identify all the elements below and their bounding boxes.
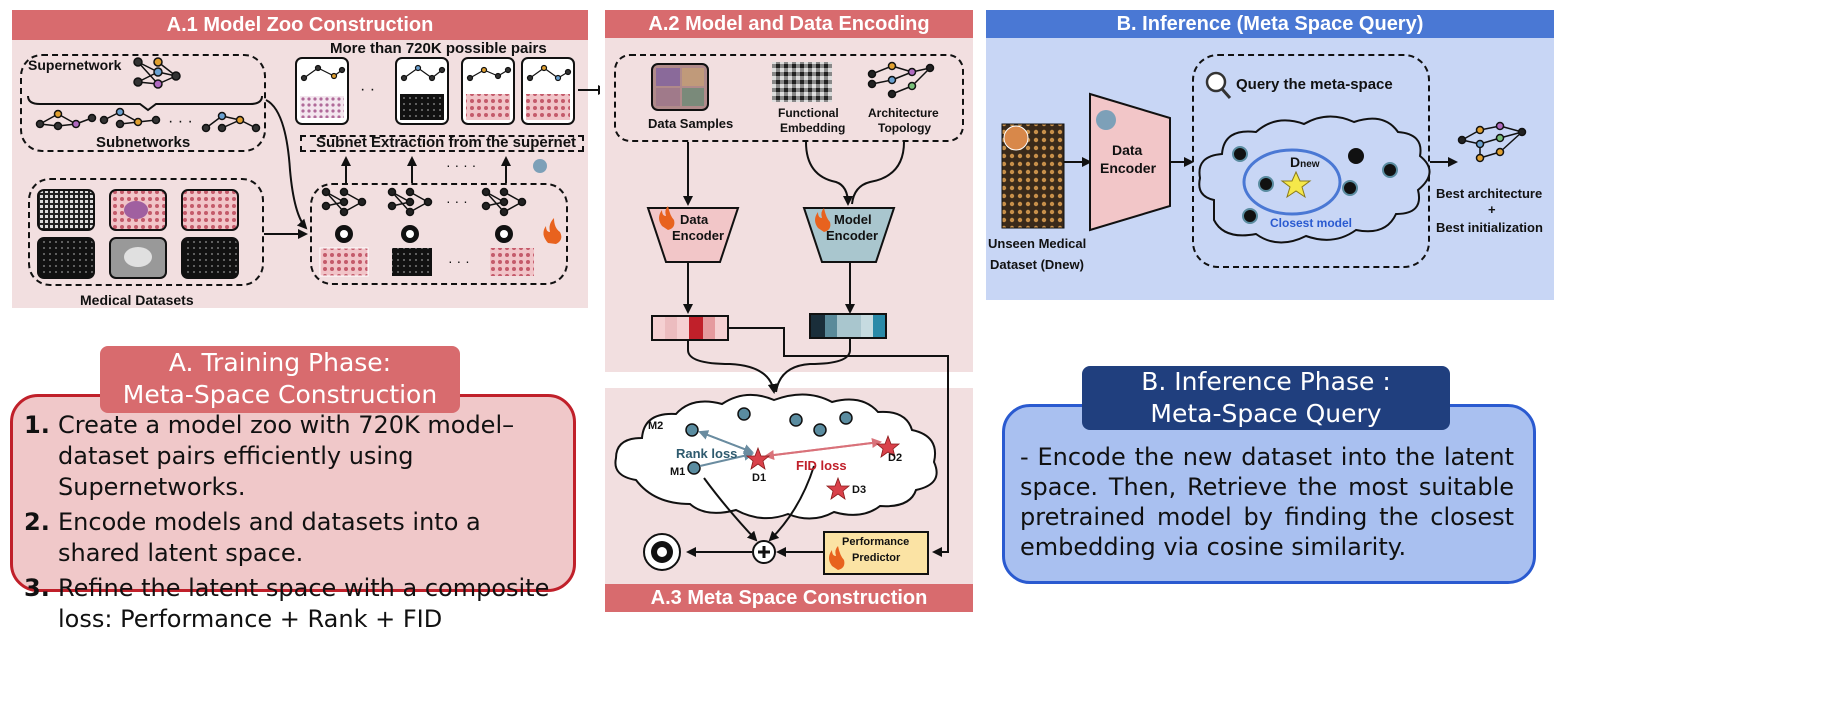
data-embedding-vector (651, 315, 729, 341)
item-num: 2. (24, 508, 50, 536)
m2-label: M2 (648, 420, 664, 432)
star-d3 (825, 476, 851, 500)
star-d2 (875, 434, 901, 458)
a1-header: A.1 Model Zoo Construction (12, 10, 588, 40)
architecture-icon (867, 61, 935, 99)
data-encoder-a2-label-1: Data (680, 212, 709, 227)
dataset-thumbnails (37, 189, 239, 279)
d1-label: D1 (752, 472, 767, 484)
data-encoder-b-label-2: Encoder (1100, 160, 1157, 176)
inference-phase-title: B. Inference Phase : Meta-Space Query (1082, 366, 1450, 430)
plus-label: + (1488, 202, 1496, 217)
training-phase-title: A. Training Phase: Meta-Space Constructi… (100, 346, 460, 413)
data-encoder-a2-label-2: Encoder (672, 228, 725, 243)
supernetwork-box (20, 54, 266, 152)
training-item-2: 2. Encode models and datasets into a shar… (24, 507, 558, 569)
svg-text:· · · ·: · · · · (446, 157, 476, 173)
model-embedding-vector (809, 313, 887, 339)
data-samples-label: Data Samples (648, 116, 734, 131)
dnew-star (1280, 170, 1312, 199)
model-zoo-nets (321, 187, 527, 217)
model-zoo-box (310, 183, 568, 285)
unseen-label-1: Unseen Medical (988, 236, 1087, 251)
item-text: Create a model zoo with 720K model–datas… (58, 411, 515, 501)
rank-loss-label: Rank loss (676, 446, 738, 461)
functional-label-1: Functional (778, 106, 839, 120)
b-header: B. Inference (Meta Space Query) (986, 10, 1554, 38)
query-label: Query the meta-space (1236, 76, 1393, 93)
item-text: Refine the latent space with a composite… (58, 574, 550, 633)
inference-title-1: B. Inference Phase : (1141, 367, 1391, 396)
svg-text:· · ·: · · · (448, 253, 470, 269)
a2-a3-graphics (614, 61, 949, 575)
subnetworks-icons (35, 107, 261, 133)
training-list: 1. Create a model zoo with 720K model–dat… (24, 410, 558, 639)
d3-label: D3 (852, 484, 867, 496)
a1-graphics: · · · · · · · · · (27, 57, 600, 279)
supernetwork-label: Supernetwork (28, 57, 122, 73)
fid-loss-label: FID loss (796, 458, 847, 473)
svg-text:· · ·: · · · (168, 113, 193, 130)
dnew-d: D (1290, 154, 1301, 170)
a3-header: A.3 Meta Space Construction (605, 584, 973, 612)
model-encoder-a2-label-1: Model (834, 212, 872, 227)
star-d1 (745, 446, 771, 470)
inputs-box (614, 54, 964, 142)
supernetwork-icon (133, 57, 181, 89)
b-graphics (1001, 71, 1527, 244)
dnew-label: Dnew (1290, 154, 1320, 170)
a2-title: A.2 Model and Data Encoding (648, 13, 930, 35)
best-init-label: Best initialization (1436, 220, 1543, 235)
subnetworks-label: Subnetworks (96, 134, 191, 151)
a1-title: A.1 Model Zoo Construction (166, 14, 434, 36)
gear-icons (335, 225, 513, 243)
pairs-label: More than 720K possible pairs (330, 40, 547, 57)
svg-text:· ·: · · (360, 81, 375, 98)
functional-embedding-image (772, 62, 832, 102)
unseen-label-2: Dataset (Dnew) (990, 257, 1084, 272)
architecture-label-2: Topology (878, 121, 932, 135)
a2-header: A.2 Model and Data Encoding (605, 10, 973, 38)
model-gear-icon (643, 533, 681, 571)
data-encoder-b-label-1: Data (1112, 142, 1143, 158)
training-title-1: A. Training Phase: (168, 348, 392, 377)
best-arch-label: Best architecture (1436, 186, 1543, 201)
pair-cards (295, 57, 575, 125)
training-item-1: 1. Create a model zoo with 720K model–dat… (24, 410, 558, 503)
medical-datasets-box (28, 178, 264, 286)
subnet-extraction-label: Subnet Extraction from the supernet (316, 134, 577, 151)
b-title: B. Inference (Meta Space Query) (1116, 13, 1424, 35)
a3-title: A.3 Meta Space Construction (650, 587, 928, 609)
medical-datasets-label: Medical Datasets (80, 292, 194, 308)
item-num: 1. (24, 411, 50, 439)
d2-label: D2 (888, 452, 903, 464)
functional-label-2: Embedding (780, 121, 846, 135)
item-text: Encode models and datasets into a shared… (58, 508, 481, 567)
flame-icon (543, 218, 562, 244)
search-icon (1205, 71, 1232, 99)
inference-text: - Encode the new dataset into the latent… (1020, 443, 1514, 561)
inference-title-2: Meta-Space Query (1150, 399, 1382, 428)
performance-label-2: Predictor (852, 552, 901, 564)
closest-ellipse (1242, 148, 1342, 216)
subnet-extraction-box (300, 135, 584, 152)
model-encoder-a2-label-2: Encoder (826, 228, 879, 243)
m1-label: M1 (670, 466, 686, 478)
performance-label-1: Performance (842, 536, 910, 548)
svg-text:· · ·: · · · (446, 193, 468, 209)
inference-phase-box (1002, 404, 1536, 584)
best-architecture-icon (1457, 121, 1527, 163)
architecture-label-1: Architecture (868, 106, 939, 120)
item-num: 3. (24, 574, 50, 602)
dnew-sub: new (1300, 159, 1320, 170)
cloud-points (685, 407, 853, 475)
training-title-2: Meta-Space Construction (122, 380, 438, 409)
training-item-3: 3. Refine the latent space with a composi… (24, 573, 558, 635)
query-cloud (1198, 115, 1431, 244)
closest-model-label: Closest model (1270, 216, 1353, 230)
